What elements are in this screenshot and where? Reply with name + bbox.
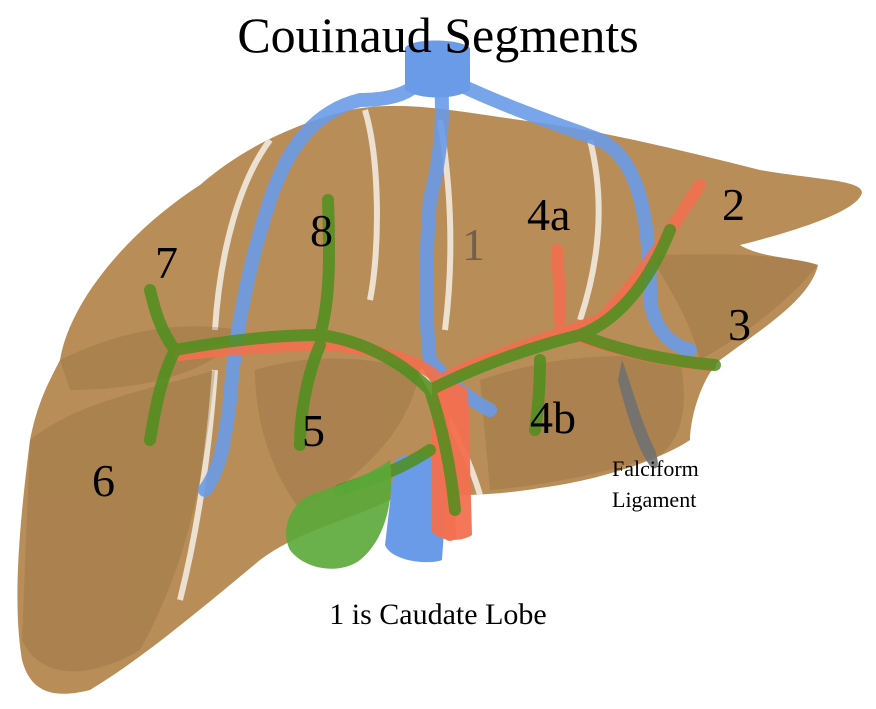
portal-vein [144, 194, 721, 516]
segment-5-label: 5 [302, 405, 325, 456]
segment-8-label: 8 [310, 205, 333, 256]
falciform-ligament-shape [618, 360, 658, 469]
segment-4b-label: 4b [530, 392, 576, 443]
falciform-label-line2: Ligament [612, 486, 697, 512]
page-title: Couinaud Segments [237, 7, 639, 63]
segment-6-label: 6 [92, 455, 115, 506]
segment-7-label: 7 [155, 237, 178, 288]
ivc-top [405, 40, 470, 98]
falciform-label-line1: Falciform [612, 456, 699, 481]
falciform-label: Falciform Ligament [612, 454, 699, 516]
hepatic-veins [198, 53, 697, 497]
segment-2-label: 2 [722, 179, 745, 230]
lobe-shading [22, 254, 818, 672]
caption: 1 is Caudate Lobe [329, 598, 547, 631]
segment-4a-label: 4a [527, 189, 571, 240]
gallbladder [286, 460, 392, 569]
segment-3-label: 3 [728, 299, 751, 350]
segment-1-label: 1 [462, 219, 485, 270]
